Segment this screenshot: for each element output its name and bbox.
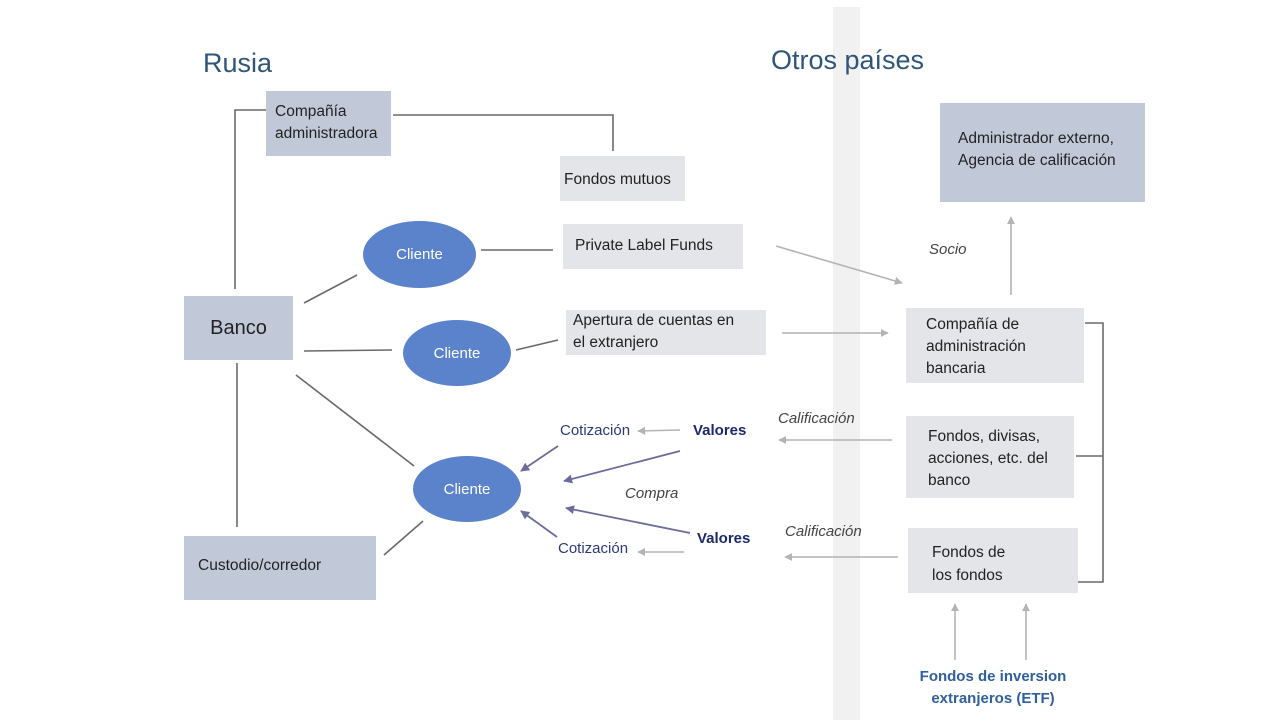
box-bank-funds: Fondos, divisas, acciones, etc. del banc…: [906, 416, 1074, 498]
label-securities-top: Valores: [693, 422, 747, 439]
box-fund-of-funds: Fondos de los fondos: [908, 528, 1078, 593]
client-ellipse-3: Cliente: [413, 456, 521, 522]
label-securities-bottom: Valores: [697, 530, 751, 547]
label-etf: Fondos de inversion extranjeros (ETF): [919, 668, 1067, 707]
arrow-securities-top-to-quote: [637, 426, 681, 435]
line-client-2-to-accounts: [515, 339, 559, 351]
box-bank: Banco: [184, 296, 293, 360]
client-label-2: Cliente: [433, 344, 481, 362]
client-ellipse-2: Cliente: [403, 320, 511, 386]
arrow-quote-top-to-client: [520, 445, 559, 472]
box-management-company: Compañía administradora: [266, 91, 391, 156]
line-management-to-mutual-funds: [393, 114, 614, 151]
label-rating-bottom: Calificación: [785, 523, 862, 540]
heading-russia: Rusia: [203, 48, 273, 78]
arrow-quote-bottom-to-client: [520, 510, 558, 538]
label-partner: Socio: [929, 241, 967, 258]
line-bank-to-client-2: [303, 349, 393, 352]
box-external-admin: Administrador externo, Agencia de califi…: [940, 103, 1145, 202]
heading-other-countries: Otros países: [771, 45, 925, 75]
box-private-label-funds: Private Label Funds: [563, 224, 743, 269]
client-ellipse-1: Cliente: [363, 221, 476, 288]
label-quote-bottom: Cotización: [558, 540, 629, 557]
label-quote-top: Cotización: [560, 422, 631, 439]
arrow-plf-to-bank-mgmt: [775, 245, 903, 285]
box-custodian: Custodio/corredor: [184, 536, 376, 600]
label-purchase: Compra: [625, 485, 679, 502]
arrow-securities-bottom-to-client: [565, 505, 691, 534]
region-divider: [833, 7, 860, 720]
line-bank-to-client-3: [295, 374, 415, 467]
label-rating-top: Calificación: [778, 410, 855, 427]
box-bank-management-company: Compañía de administración bancaria: [906, 308, 1084, 383]
line-bank-to-client-1: [303, 274, 358, 304]
line-custodian-to-client-3: [383, 520, 424, 556]
bracket-right-side: [1076, 322, 1104, 583]
line-bank-to-management: [234, 109, 266, 289]
client-label-3: Cliente: [443, 480, 491, 498]
arrow-securities-top-to-client: [563, 450, 681, 484]
box-foreign-accounts: Apertura de cuentas en el extranjero: [566, 310, 766, 355]
box-mutual-funds: Fondos mutuos: [560, 156, 685, 201]
client-label-1: Cliente: [396, 246, 443, 263]
